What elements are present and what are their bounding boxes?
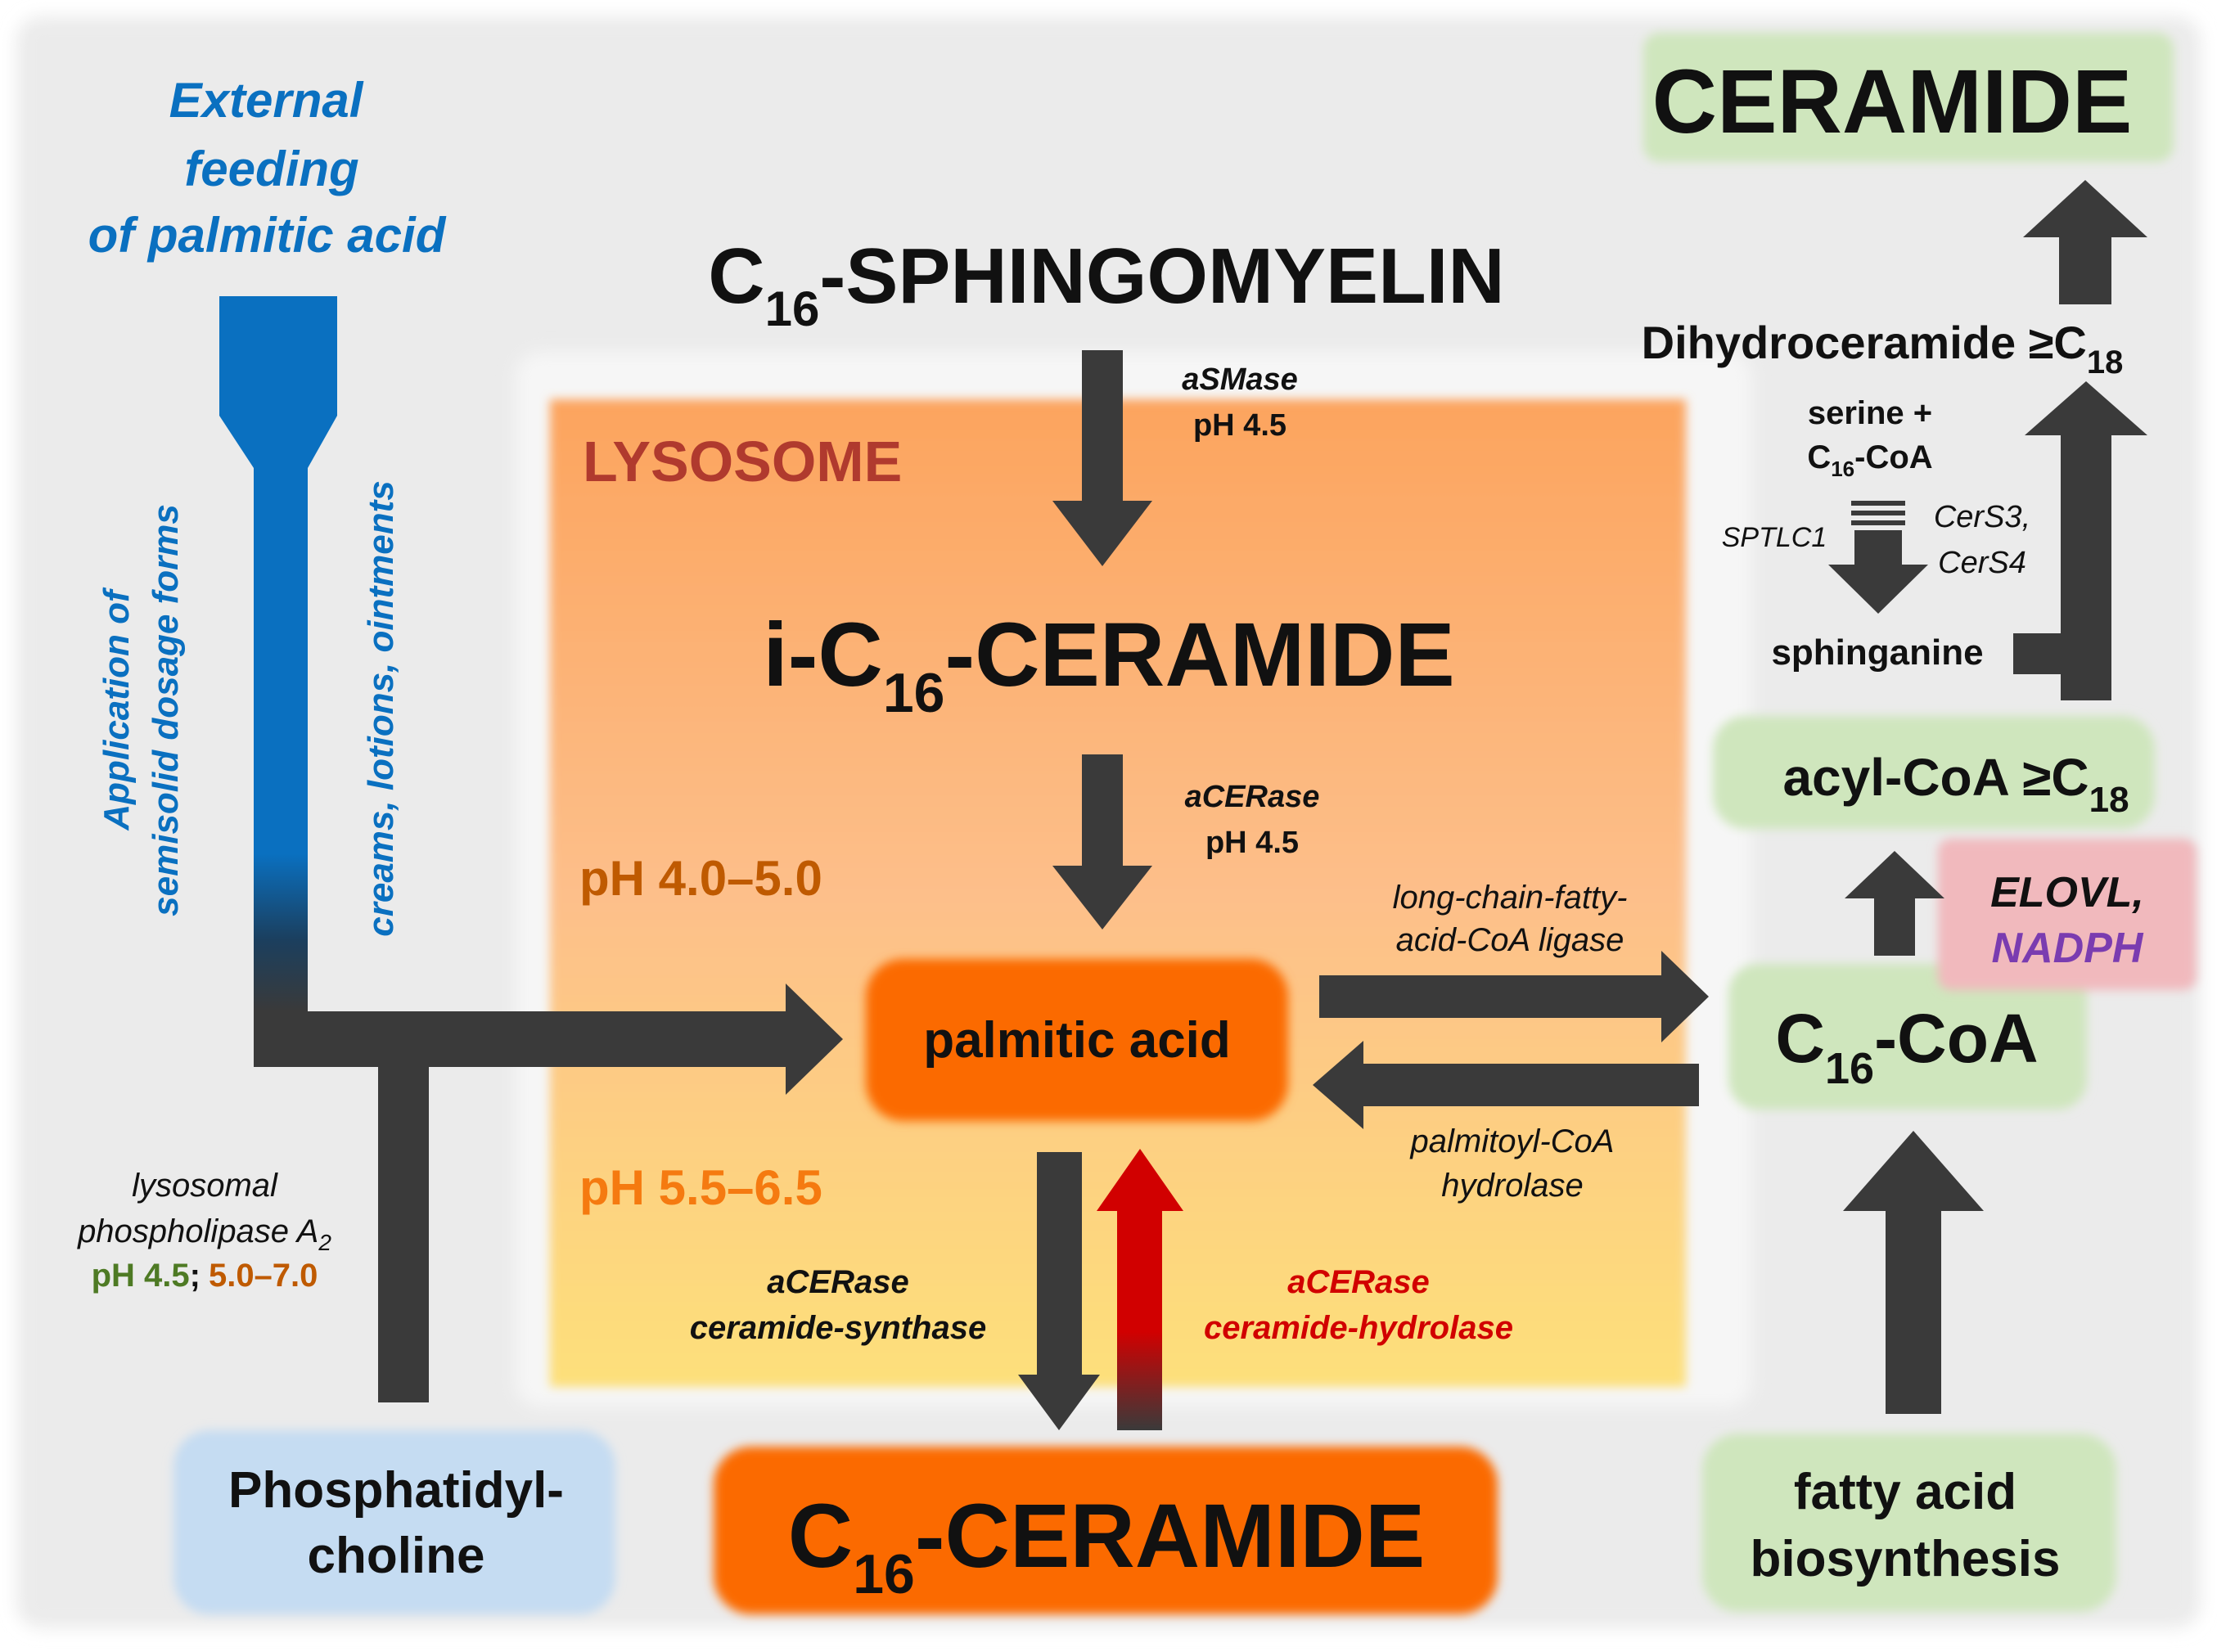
pla2-line-1: lysosomal	[132, 1168, 278, 1204]
c16-coa-sub: 16	[1825, 1044, 1874, 1093]
ligase-line-1: long-chain-fatty-	[1393, 880, 1628, 916]
arrow-elongation-up	[1845, 851, 1944, 956]
dihydroceramide-prefix: Dihydroceramide ≥C	[1642, 317, 2087, 368]
sphinganine-connector	[2013, 633, 2111, 674]
synthase-line-1: aCERase	[767, 1264, 908, 1300]
arrow-ligase-right	[1319, 951, 1709, 1042]
i-ceramide-prefix: i-C	[763, 605, 883, 705]
serine-line-1: serine +	[1808, 395, 1932, 431]
c16-ceramide-box	[714, 1447, 1498, 1614]
palmitic-acid-label: palmitic acid	[923, 1012, 1231, 1069]
c16-ceramide-sub: 16	[853, 1543, 915, 1605]
asmase-ph: pH 4.5	[1193, 408, 1286, 443]
ph-upper-label: pH 4.0–5.0	[579, 851, 822, 906]
sphinganine-label: sphinganine	[1771, 632, 1983, 673]
phosphatidylcholine-box	[173, 1430, 615, 1614]
sphingomyelin-sub: 16	[765, 281, 820, 336]
arrow-sphingomyelin-down	[1052, 350, 1152, 566]
sptlc1-label: SPTLC1	[1722, 522, 1827, 553]
arrow-biosynthesis-up	[1843, 1131, 1984, 1414]
external-title-line-3: of palmitic acid	[88, 208, 447, 263]
cers-line-1: CerS3,	[1934, 500, 2030, 534]
arrow-coa-hydrolase-left	[1313, 1041, 1699, 1129]
pla2-line-2-sub: 2	[318, 1230, 331, 1255]
pla2-line-2: phospholipase A2	[77, 1213, 331, 1255]
arrow-synthase-down	[1018, 1152, 1100, 1430]
c16-coa-label: C16-CoA	[1775, 1000, 2038, 1093]
serine-line-2-sub: 16	[1831, 457, 1854, 481]
acyl-coa-box	[1713, 716, 2155, 829]
sphingomyelin-label: C16-SPHINGOMYELIN	[708, 232, 1504, 336]
c16-coa-box	[1728, 964, 2087, 1110]
application-line-2: semisolid dosage forms	[146, 504, 186, 916]
arrow-hydrolase-up	[1097, 1149, 1183, 1430]
pla2-ph-green: pH 4.5	[92, 1258, 190, 1294]
c16-coa-suffix: -CoA	[1874, 1000, 2039, 1077]
serine-line-2: C16-CoA	[1807, 439, 1932, 481]
elovl-line-2: NADPH	[1992, 925, 2144, 972]
i-ceramide-suffix: -CERAMIDE	[944, 605, 1454, 705]
sptlc-line-3	[1851, 520, 1905, 525]
c16-ceramide-prefix: C	[788, 1486, 853, 1587]
cers-line-2: CerS4	[1938, 546, 2026, 580]
arrow-iceramide-down	[1052, 754, 1152, 930]
ceramide-label: CERAMIDE	[1652, 52, 2133, 152]
pla2-ph-orange: 5.0–7.0	[209, 1258, 318, 1294]
sptlc-line-2	[1851, 511, 1905, 515]
pla2-line-2-text: phospholipase A	[77, 1213, 318, 1249]
palmitic-acid-box	[866, 959, 1288, 1121]
pla2-ph-sep: ;	[190, 1258, 201, 1294]
arrow-sptlc-down	[1828, 530, 1928, 614]
serine-line-2-prefix: C	[1807, 439, 1831, 475]
asmase-name: aSMase	[1182, 362, 1298, 397]
arrow-ceramide-up	[2023, 180, 2147, 304]
ph-lower-label: pH 5.5–6.5	[579, 1160, 822, 1215]
acerase-top-name: aCERase	[1185, 780, 1320, 814]
ceramide-hydrolase-line-2: ceramide-hydrolase	[1204, 1310, 1513, 1346]
fatty-acid-line-2: biosynthesis	[1751, 1531, 2061, 1587]
acerase-top-ph: pH 4.5	[1205, 826, 1299, 860]
sphingomyelin-suffix: -SPHINGOMYELIN	[819, 232, 1504, 320]
sphingomyelin-prefix: C	[708, 232, 764, 320]
coa-hydrolase-line-2: hydrolase	[1441, 1168, 1583, 1204]
application-label: Application of semisolid dosage forms	[97, 504, 186, 916]
ceramide-hydrolase-line-1: aCERase	[1287, 1264, 1429, 1300]
acyl-coa-prefix: acyl-CoA ≥C	[1782, 748, 2089, 807]
phospholipase-bar	[378, 1011, 429, 1402]
c16-ceramide-label: C16-CERAMIDE	[788, 1486, 1425, 1605]
external-title-line-2: feeding	[184, 142, 358, 196]
i-ceramide-sub: 16	[883, 662, 945, 724]
external-title-line-1: External	[169, 73, 364, 128]
ceramide-box	[1643, 33, 2174, 162]
c16-coa-prefix: C	[1775, 1000, 1825, 1077]
dihydroceramide-label: Dihydroceramide ≥C18	[1642, 317, 2124, 380]
serine-line-2-suffix: -CoA	[1854, 439, 1933, 475]
phosphatidylcholine-line-1: Phosphatidyl-	[228, 1462, 564, 1519]
fatty-acid-box	[1702, 1434, 2116, 1612]
arrow-acyl-up	[2025, 381, 2147, 700]
elovl-box	[1938, 839, 2197, 990]
feeding-pipe-icon	[219, 296, 337, 1011]
application-line-1: Application of	[97, 587, 137, 831]
c16-ceramide-suffix: -CERAMIDE	[915, 1486, 1425, 1587]
acyl-coa-sub: 18	[2089, 780, 2129, 820]
creams-label: creams, lotions, ointments	[361, 480, 401, 936]
acyl-coa-label: acyl-CoA ≥C18	[1782, 748, 2129, 820]
i-ceramide-label: i-C16-CERAMIDE	[763, 605, 1455, 724]
dihydroceramide-sub: 18	[2087, 344, 2124, 380]
phosphatidylcholine-line-2: choline	[307, 1528, 484, 1584]
synthase-line-2: ceramide-synthase	[690, 1310, 986, 1346]
lysosome-label: LYSOSOME	[583, 430, 902, 493]
fatty-acid-line-1: fatty acid	[1794, 1464, 2016, 1520]
ligase-line-2: acid-CoA ligase	[1396, 922, 1624, 958]
coa-hydrolase-line-1: palmitoyl-CoA	[1410, 1123, 1615, 1159]
pla2-ph-line: pH 4.5;5.0–7.0	[92, 1258, 318, 1294]
sptlc-line-1	[1851, 501, 1905, 506]
elovl-line-1: ELOVL,	[1990, 869, 2144, 916]
